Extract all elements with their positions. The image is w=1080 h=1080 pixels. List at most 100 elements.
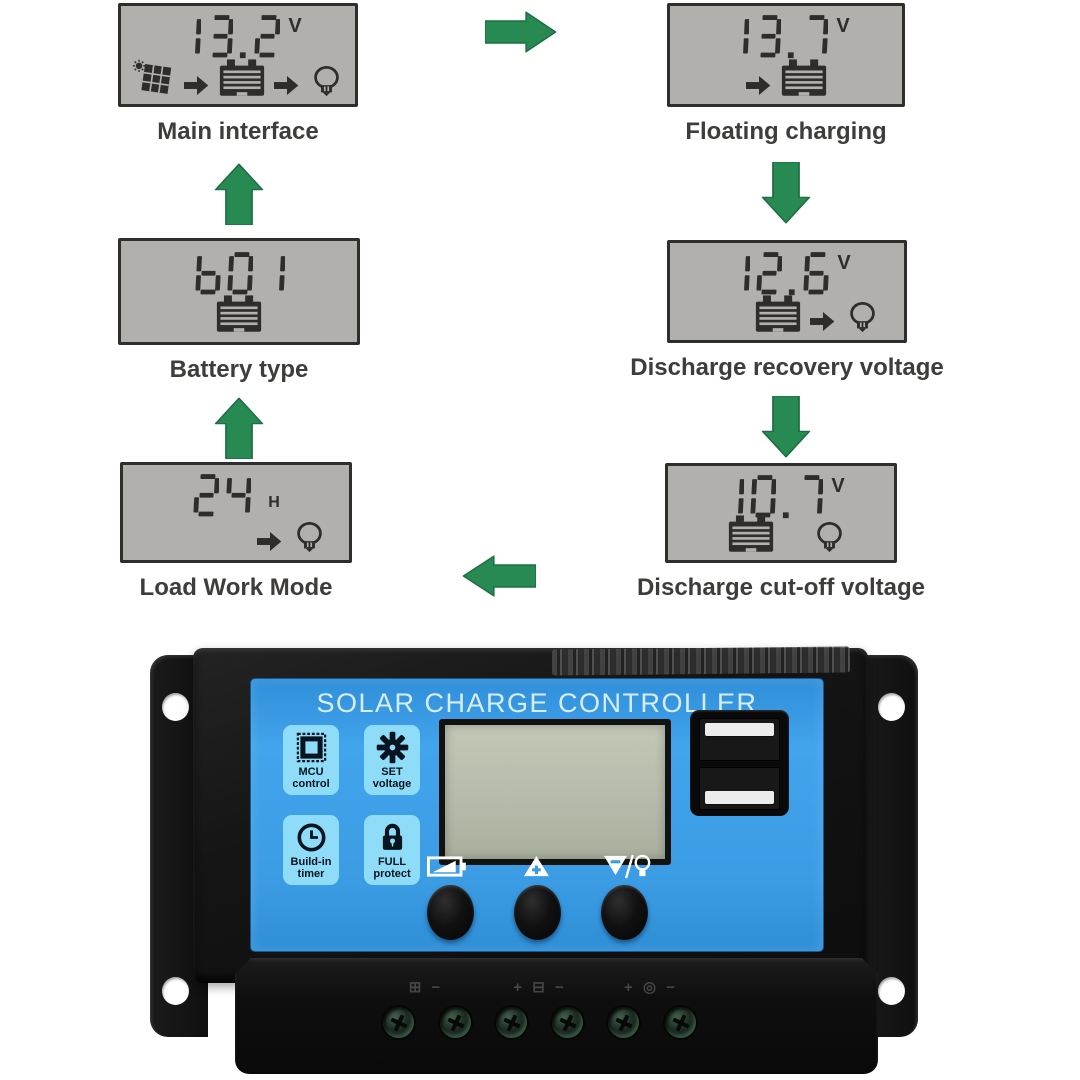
usb-tongue [705,723,774,736]
lcd-icons [121,59,355,97]
gear-icon [376,731,409,764]
flow-arrow-down-icon [760,162,812,224]
barcode-sticker [551,646,851,676]
terminal-marking-load: + ◎ − [624,979,678,996]
screen-label: Battery type [169,356,309,383]
lcd-unit: V [288,15,302,37]
terminal-screw [552,1007,583,1038]
battery-icon [216,295,262,332]
battery-icon [219,59,265,96]
arrow-right-icon [810,311,835,332]
lcd-display [118,238,360,345]
terminal-screw [608,1007,639,1038]
push-button-menu [427,885,474,940]
seven-segment-dot [783,512,789,519]
push-button-down [601,885,648,940]
terminal-screw [496,1007,527,1038]
usb-ports [690,710,789,816]
lcd-mode-cycle-diagram: V Main interface V [118,3,944,601]
lcd-display: V [665,463,897,563]
arrow-right-icon [184,75,209,96]
mounting-hole [878,693,905,721]
down-minus-light-icon [603,854,653,879]
up-plus-icon [523,855,550,878]
usb-tongue [705,791,774,804]
lcd-value: V [121,14,355,59]
seven-segment-digit [750,475,777,518]
product-title: SOLAR CHARGE CONTROLLER [316,688,758,718]
terminal-marking-battery: + ⊟ − [513,979,567,996]
seven-segment-digit [226,478,252,513]
seven-segment-dot [789,289,795,296]
lcd-icons [668,515,894,553]
solar-panel-icon [132,59,172,94]
flow-arrow-down-icon [760,396,812,458]
lcd-unit: V [836,15,850,37]
lcd-unit: V [837,252,851,274]
lcd-icons [670,59,902,97]
lcd-value: V [670,14,902,59]
screen-label: Main interface [157,118,319,145]
seven-segment-digit [212,15,234,58]
lcd-value: V [668,474,894,519]
lcd-value [121,251,357,296]
terminal-screw [440,1007,471,1038]
light-bulb-icon [297,522,322,553]
seven-segment-dot [788,52,794,59]
lcd-icons [121,295,357,333]
seven-segment-digit [194,256,221,295]
screen-label: Load Work Mode [139,574,333,601]
flow-arrow-up-icon [213,163,265,225]
seven-segment-dot [240,52,246,59]
light-bulb-icon [850,302,875,333]
light-bulb-icon [816,522,842,553]
lcd-value: V [670,251,904,296]
seven-segment-digit [744,256,751,291]
flow-arrow-right-icon [485,10,557,54]
screen-label: Discharge cut-off voltage [636,574,926,601]
usb-port [699,767,780,810]
arrow-right-icon [257,531,282,552]
terminal-screw [665,1007,696,1038]
arrow-right-icon [274,75,299,96]
screen-floating-charging: V Floating charging [667,3,905,145]
seven-segment-digit [809,15,829,54]
seven-segment-digit [738,479,745,514]
screen-label: Floating charging [685,118,887,145]
terminal-block: ⊞ − + ⊟ − + ◎ − [235,958,878,1074]
terminal-marking-solar: ⊞ − [408,979,444,996]
battery-icon [728,515,773,552]
spacer [783,552,803,553]
lcd-unit: H [268,494,280,511]
mounting-hole [162,977,189,1005]
battery-icon [781,59,826,96]
push-button-up [514,885,561,940]
seven-segment-digit [743,19,750,54]
screen-discharge-cutoff-voltage: V Discharge cut-off voltage [637,463,925,601]
seven-segment-digit [760,15,782,58]
seven-segment-digit [804,475,824,514]
terminal-screw [383,1007,414,1038]
lock-icon [376,821,409,854]
lcd-unit: V [831,475,845,497]
battery-icon [755,295,801,332]
arrow-right-icon [745,75,770,96]
product-lcd-screen [439,719,671,865]
seven-segment-digit [254,15,281,58]
battery-select-icon [427,855,467,878]
lcd-icons [123,522,349,553]
lcd-icons [670,295,904,333]
screen-load-work-mode: H Load Work Mode [120,462,352,601]
flow-arrow-left-icon [462,554,536,598]
seven-segment-digit [278,256,285,291]
seven-segment-digit [756,252,783,295]
lcd-display: H [120,462,352,563]
